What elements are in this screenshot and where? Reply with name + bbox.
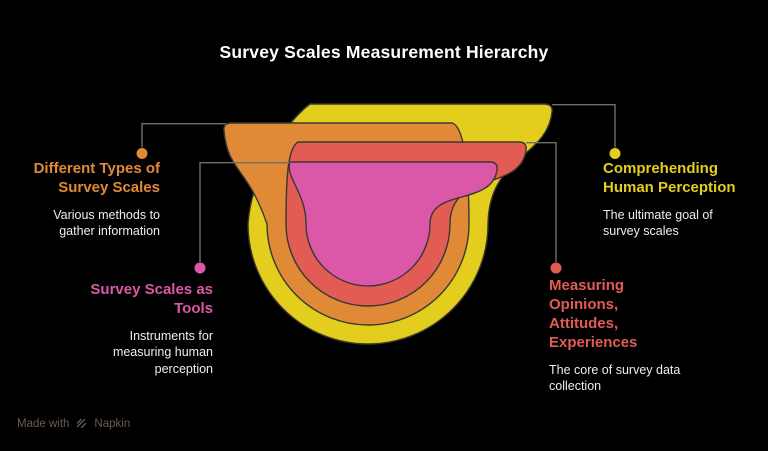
node-measuring-label: Measuring Opinions, Attitudes, Experienc… [549, 277, 638, 351]
node-comprehending-description: The ultimate goal of survey scales [603, 207, 713, 239]
layer-tools-shape [288, 161, 498, 287]
napkin-brand-text: Napkin [94, 417, 131, 430]
different-types-dot [136, 148, 148, 159]
leader-line-measuring [526, 142, 557, 262]
comprehending-dot [609, 148, 621, 159]
leader-line-comprehending [552, 104, 616, 148]
node-comprehending-label: Comprehending Human Perception [603, 160, 736, 196]
page-title: Survey Scales Measurement Hierarchy [219, 42, 549, 62]
node-different-types-label: Different Types of Survey Scales [33, 160, 160, 196]
leader-line-different-types [141, 123, 226, 148]
node-measuring-description: The core of survey data collection [549, 362, 681, 394]
leader-line-tools [199, 162, 290, 262]
node-tools: Survey Scales as Tools Instruments for m… [63, 281, 213, 377]
measuring-dot [550, 262, 562, 274]
node-different-types: Different Types of Survey Scales Various… [10, 160, 160, 240]
node-measuring: Measuring Opinions, Attitudes, Experienc… [549, 277, 734, 395]
napkin-logo-icon [77, 418, 87, 429]
node-tools-label: Survey Scales as Tools [90, 281, 213, 317]
node-tools-description: Instruments for measuring human percepti… [112, 328, 213, 376]
tools-dot [194, 262, 206, 274]
made-with-napkin: Made with Napkin [17, 417, 130, 430]
node-comprehending: Comprehending Human Perception The ultim… [603, 160, 768, 240]
node-different-types-description: Various methods to gather information [53, 207, 160, 239]
made-with-text: Made with [17, 417, 70, 430]
